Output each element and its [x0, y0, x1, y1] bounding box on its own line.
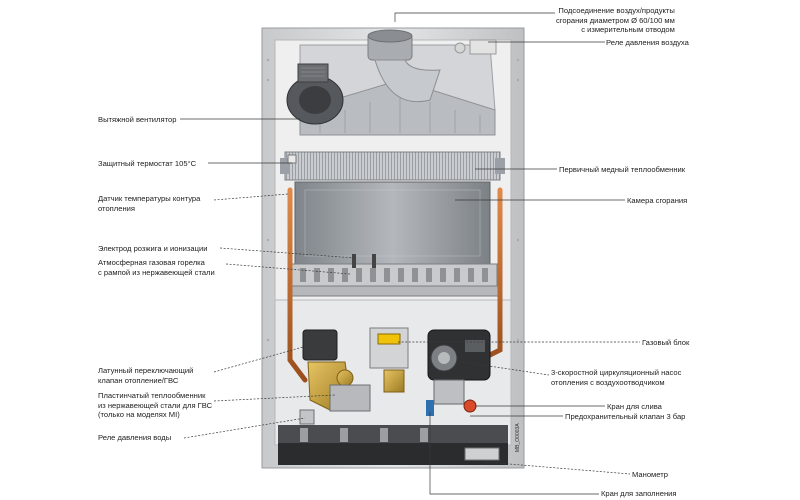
label-water-pressure-relay: Реле давления воды: [98, 433, 172, 442]
primary-heat-exchanger: [280, 151, 505, 181]
label-primary-heat-exchanger: Первичный медный теплообменник: [559, 165, 686, 174]
label-heating-temp-sensor: Датчик температуры контура отопления: [98, 194, 201, 213]
label-combustion-chamber: Камера сгорания: [627, 196, 688, 205]
label-circulation-pump: 3-скоростной циркуляционный насос отопле…: [551, 368, 682, 387]
label-flue-connection: Подсоединение воздух/продукты сгорания д…: [556, 6, 675, 34]
label-ignition-electrode: Электрод розжига и ионизации: [98, 244, 208, 253]
exhaust-fan: [286, 63, 344, 125]
label-safety-thermostat: Защитный термостат 105°C: [98, 159, 197, 168]
combustion-chamber: [294, 181, 491, 265]
label-gas-block: Газовый блок: [642, 338, 690, 347]
label-safety-valve: Предохранительный клапан 3 бар: [565, 412, 686, 421]
label-diverter-valve: Латунный переключающий клапан отопление/…: [98, 366, 194, 385]
label-exhaust-fan: Вытяжной вентилятор: [98, 115, 177, 124]
label-manometer: Манометр: [632, 470, 668, 479]
label-plate-heat-exchanger: Пластинчатый теплообменник из нержавеюще…: [98, 391, 213, 419]
label-air-pressure-relay: Реле давления воздуха: [606, 38, 689, 47]
label-fill-valve: Кран для заполнения: [601, 489, 677, 498]
label-gas-burner: Атмосферная газовая горелка с рампой из …: [98, 258, 215, 277]
photo-code-text: MB_O0003A: [515, 423, 521, 452]
label-drain-valve: Кран для слива: [607, 402, 662, 411]
flue-hood: [299, 29, 497, 136]
